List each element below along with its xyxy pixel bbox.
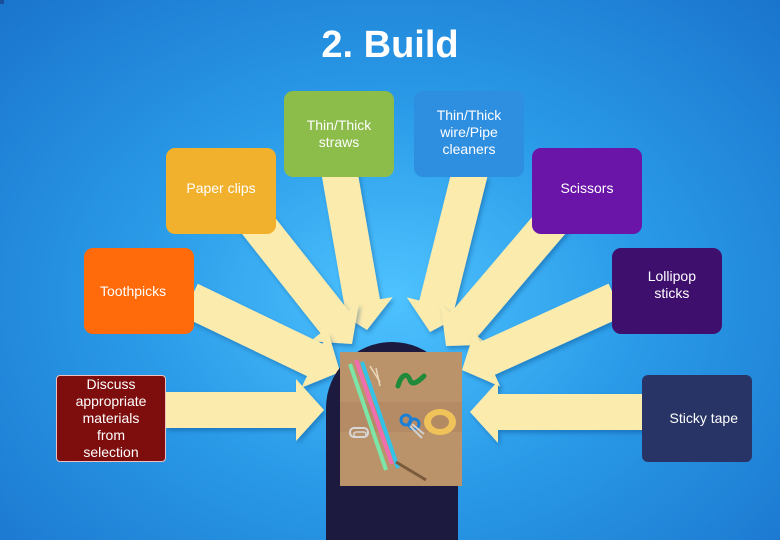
arrow-from-discuss bbox=[165, 379, 324, 441]
paper-clips-box: Paper clips bbox=[166, 148, 276, 234]
arrow-from-straws bbox=[321, 166, 393, 330]
lollipop-sticks-box: Lollipop sticks bbox=[612, 248, 722, 334]
lollipop-line-1: Lollipop bbox=[647, 268, 696, 284]
discuss-line-4: from bbox=[96, 427, 125, 443]
discuss-line-5: selection bbox=[83, 444, 139, 460]
wire-label: Thin/Thick wire/Pipe cleaners bbox=[437, 107, 502, 158]
straws-box: Thin/Thick straws bbox=[284, 91, 394, 177]
discuss-label: Discuss appropriate materials from selec… bbox=[76, 376, 147, 461]
discuss-box: Discuss appropriate materials from selec… bbox=[56, 375, 166, 462]
scissors-box: Scissors bbox=[532, 148, 642, 234]
arrow-from-scissors bbox=[440, 206, 569, 346]
corner-mark bbox=[0, 0, 4, 4]
discuss-line-3: materials bbox=[82, 410, 140, 426]
wire-line-2: wire/Pipe bbox=[440, 124, 498, 140]
paper-clips-label: Paper clips bbox=[186, 180, 256, 196]
wire-line-3: cleaners bbox=[442, 141, 496, 157]
scissors-label: Scissors bbox=[560, 180, 614, 196]
straws-label: Thin/Thick straws bbox=[306, 117, 372, 150]
wire-box: Thin/Thick wire/Pipe cleaners bbox=[414, 91, 524, 177]
materials-photo bbox=[340, 352, 462, 486]
toothpicks-box: Toothpicks bbox=[84, 248, 194, 334]
arrow-from-toothpicks bbox=[182, 283, 340, 388]
discuss-line-1: Discuss bbox=[86, 376, 136, 392]
lollipop-line-2: sticks bbox=[654, 285, 690, 301]
arrow-from-lollipop bbox=[462, 283, 624, 387]
sticky-tape-label: Sticky tape bbox=[669, 410, 738, 426]
lollipop-label: Lollipop sticks bbox=[648, 268, 696, 302]
arrow-from-paper-clips bbox=[235, 203, 359, 344]
page-title: 2. Build bbox=[321, 24, 459, 66]
wire-line-1: Thin/Thick bbox=[436, 107, 502, 123]
discuss-line-2: appropriate bbox=[75, 393, 147, 409]
sticky-tape-box: Sticky tape bbox=[642, 375, 752, 462]
toothpicks-label: Toothpicks bbox=[100, 282, 167, 299]
arrow-from-wire bbox=[406, 167, 488, 332]
arrow-from-sticky-tape bbox=[470, 381, 644, 443]
